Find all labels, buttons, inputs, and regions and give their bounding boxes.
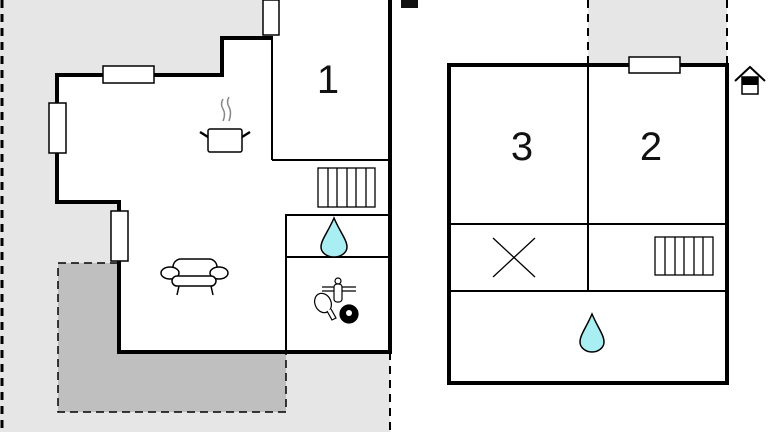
room-label-3: 3 [511, 125, 533, 169]
door-marker [401, 0, 418, 8]
radiator-icon [654, 236, 714, 276]
water-drop-icon [320, 216, 348, 258]
water-drop-icon [579, 312, 605, 353]
window [628, 56, 681, 74]
window [110, 210, 129, 262]
window [48, 102, 67, 154]
room-label-2: 2 [640, 125, 662, 169]
radiator-icon [317, 167, 376, 208]
toilet-x-icon [492, 237, 536, 278]
window [262, 0, 280, 36]
outdoor-area-right [588, 0, 727, 65]
house-left-fill [57, 0, 390, 352]
window [102, 65, 155, 84]
kitchen-pot-icon [199, 96, 251, 153]
sofa-icon [160, 258, 229, 296]
room-label-1: 1 [317, 58, 339, 102]
games-room-icon [314, 277, 359, 324]
bath-game-block [285, 214, 391, 353]
entrance-icon [734, 65, 766, 95]
